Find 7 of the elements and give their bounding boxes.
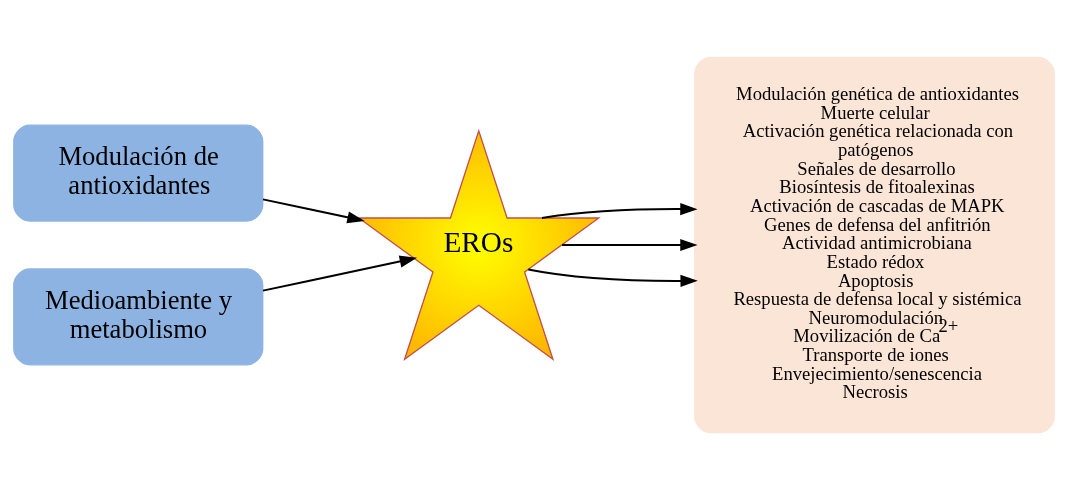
arrow bbox=[262, 198, 365, 224]
node-box: Medioambiente y metabolismo bbox=[13, 268, 264, 366]
arrow bbox=[262, 255, 417, 292]
arrow bbox=[540, 203, 698, 219]
node-box: Modulación de antioxidantes bbox=[13, 124, 264, 222]
arrow bbox=[527, 268, 698, 287]
arrow bbox=[561, 238, 698, 252]
